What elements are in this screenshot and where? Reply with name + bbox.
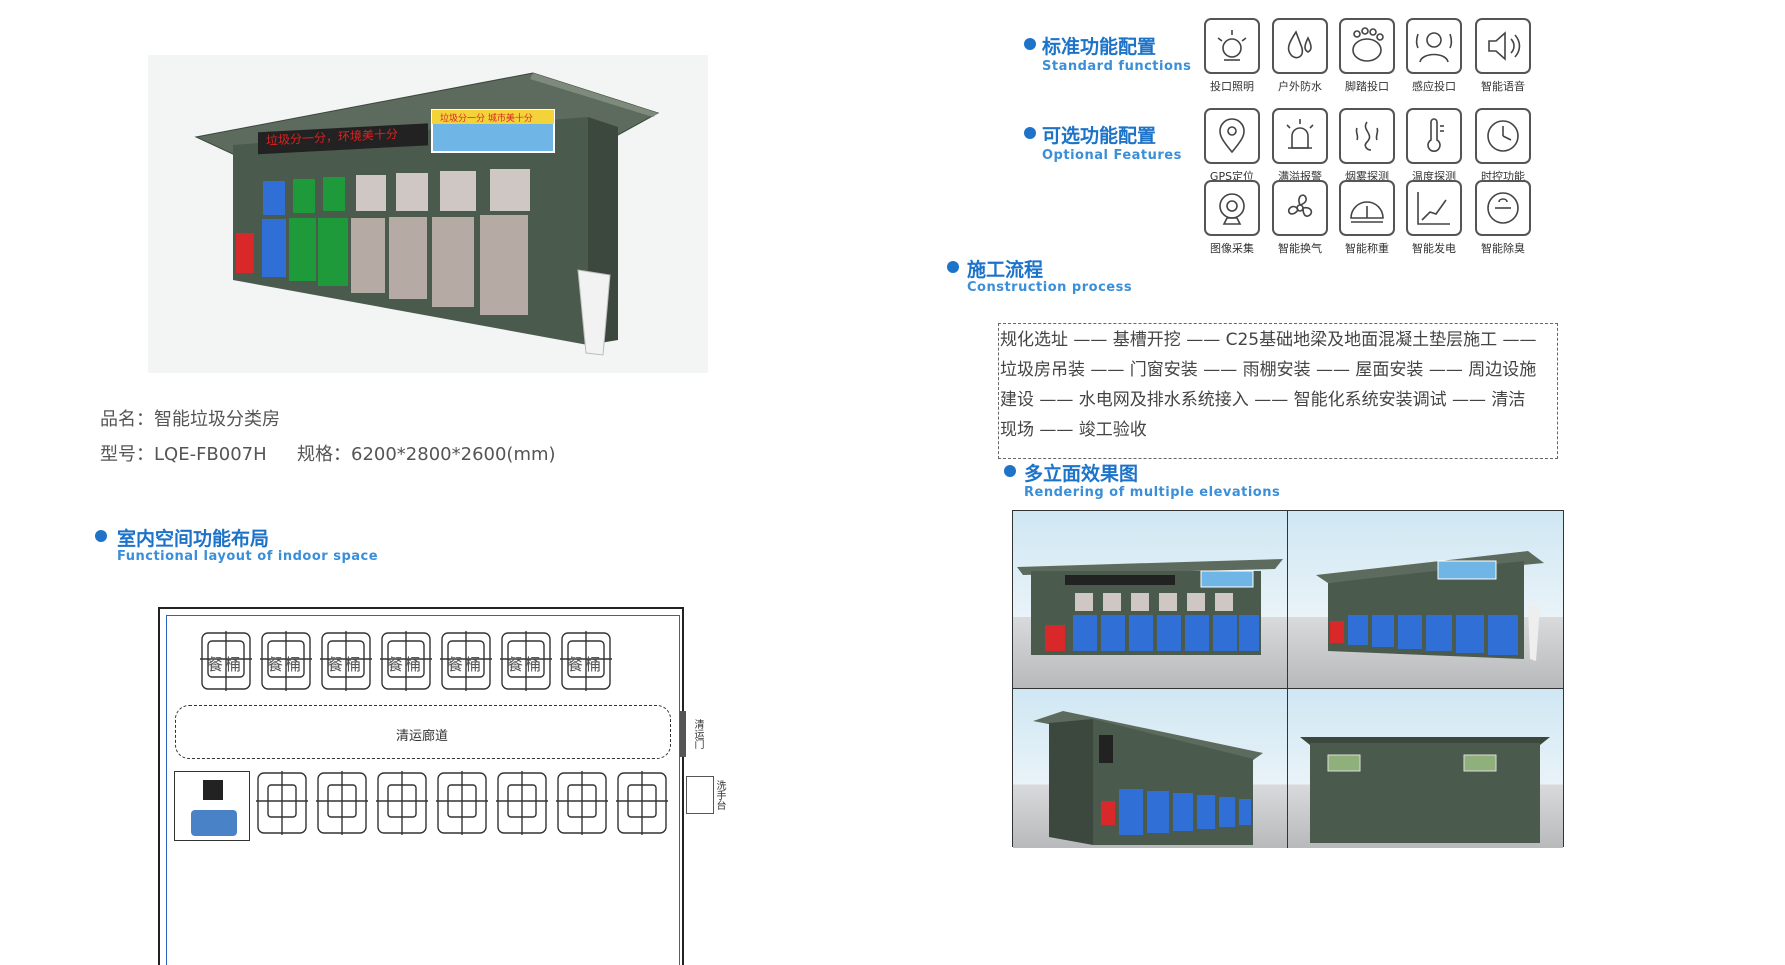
elevations-title: 多立面效果图: [1024, 463, 1139, 485]
optional-item-8: 智能称重: [1337, 180, 1397, 256]
standard-item-5: 智能语音: [1473, 18, 1533, 94]
standard-item-2: 户外防水: [1270, 18, 1330, 94]
speaker-icon: [1475, 18, 1531, 74]
thermometer-icon: [1406, 108, 1462, 164]
control-cabinet: [174, 771, 250, 841]
optional-item-label: GPS定位: [1209, 170, 1255, 183]
bin-label-2: 餐桶: [267, 655, 304, 674]
standard-item-label: 脚踏投口: [1345, 80, 1389, 93]
sensor-icon: [1406, 18, 1462, 74]
optional-item-4: 温度探测: [1404, 108, 1464, 184]
corridor-outline: [175, 705, 671, 759]
bin-label-7: 餐桶: [567, 655, 604, 674]
optional-item-7: 智能换气: [1270, 180, 1330, 256]
optional-item-label: 智能发电: [1412, 242, 1456, 255]
overflow-alarm-icon: [1272, 108, 1328, 164]
optional-item-2: 满溢报警: [1270, 108, 1330, 184]
optional-item-label: 智能除臭: [1481, 242, 1525, 255]
bin-label-4: 餐桶: [387, 655, 424, 674]
kiosk-sign-text: 垃圾分一分，环境美十分: [266, 126, 398, 148]
optional-item-1: GPS定位: [1202, 108, 1262, 184]
standard-item-1: 投口照明: [1202, 18, 1262, 94]
waterproof-icon: [1272, 18, 1328, 74]
standard-subtitle: Standard functions: [1042, 59, 1192, 74]
layout-subtitle: Functional layout of indoor space: [117, 549, 379, 564]
elevation-back: [1288, 689, 1563, 848]
bottom-bin-row: [256, 769, 676, 845]
standard-item-3: 脚踏投口: [1337, 18, 1397, 94]
standard-item-label: 户外防水: [1278, 80, 1322, 93]
floor-plan: 餐桶 餐桶 餐桶 餐桶 餐桶 餐桶 餐桶 清运廊道 清运门: [158, 607, 703, 965]
process-line-4: 现场 —— 竣工验收: [1000, 420, 1147, 440]
product-model: 型号：LQE-FB007H: [100, 444, 267, 465]
cabinet-marker-icon: [203, 780, 223, 800]
construction-title: 施工流程: [967, 259, 1044, 281]
camera-icon: [1204, 180, 1260, 236]
top-bins-drawing: [200, 631, 612, 691]
scale-icon: [1339, 180, 1395, 236]
optional-item-label: 图像采集: [1210, 242, 1254, 255]
section-bullet: [947, 261, 959, 273]
standard-item-label: 投口照明: [1210, 80, 1254, 93]
top-bin-row: [200, 629, 620, 703]
elevation-grid: [1012, 510, 1564, 848]
solar-chart-icon: [1406, 180, 1462, 236]
optional-item-label: 时控功能: [1481, 170, 1525, 183]
elevations-subtitle: Rendering of multiple elevations: [1024, 485, 1281, 500]
optional-item-10: 智能除臭: [1473, 180, 1533, 256]
elevation-front: [1013, 511, 1288, 689]
optional-item-label: 烟雾探测: [1345, 170, 1389, 183]
sink-label: 洗手台: [714, 780, 725, 810]
door-label: 清运门: [692, 719, 703, 749]
bin-label-3: 餐桶: [327, 655, 364, 674]
cabinet-tank: [191, 810, 237, 836]
foot-pedal-icon: [1339, 18, 1395, 74]
optional-subtitle: Optional Features: [1042, 148, 1182, 163]
corridor-label: 清运廊道: [396, 729, 449, 744]
standard-item-label: 智能语音: [1481, 80, 1525, 93]
construction-subtitle: Construction process: [967, 280, 1133, 295]
process-line-1: 规化选址 —— 基槽开挖 —— C25基础地梁及地面混凝土垫层施工 ——: [1000, 330, 1537, 350]
standard-item-label: 感应投口: [1412, 80, 1456, 93]
clock-icon: [1475, 108, 1531, 164]
optional-item-label: 智能换气: [1278, 242, 1322, 255]
standard-title: 标准功能配置: [1042, 36, 1157, 58]
cleanup-door: [680, 711, 686, 757]
process-line-2: 垃圾房吊装 —— 门窗安装 —— 雨棚安装 —— 屋面安装 —— 周边设施: [1000, 360, 1537, 380]
floor-plan-inner: [166, 615, 680, 965]
elevation-angle-left: [1013, 689, 1288, 848]
bottom-bins-drawing: [256, 771, 668, 835]
light-icon: [1204, 18, 1260, 74]
fan-icon: [1272, 180, 1328, 236]
elevation-angle-right: [1288, 511, 1563, 689]
bin-label-1: 餐桶: [207, 655, 244, 674]
product-spec: 规格：6200*2800*2600(mm): [297, 444, 556, 465]
standard-item-4: 感应投口: [1404, 18, 1464, 94]
optional-item-6: 图像采集: [1202, 180, 1262, 256]
optional-item-9: 智能发电: [1404, 180, 1464, 256]
section-bullet: [1024, 127, 1036, 139]
optional-item-3: 烟雾探测: [1337, 108, 1397, 184]
process-line-3: 建设 —— 水电网及排水系统接入 —— 智能化系统安装调试 —— 清洁: [1000, 390, 1526, 410]
section-bullet: [1004, 465, 1016, 477]
optional-title: 可选功能配置: [1042, 125, 1157, 147]
process-box: [998, 323, 1558, 459]
optional-item-label: 温度探测: [1412, 170, 1456, 183]
section-bullet: [1024, 38, 1036, 50]
section-bullet: [95, 530, 107, 542]
bin-label-5: 餐桶: [447, 655, 484, 674]
smoke-icon: [1339, 108, 1395, 164]
optional-item-label: 满溢报警: [1278, 170, 1322, 183]
bin-label-6: 餐桶: [507, 655, 544, 674]
optional-item-5: 时控功能: [1473, 108, 1533, 184]
product-image: 垃圾分一分，环境美十分 垃圾分一分 城市美十分: [148, 55, 708, 373]
sink: [686, 776, 714, 814]
kiosk-render: 垃圾分一分，环境美十分 垃圾分一分 城市美十分: [194, 72, 660, 356]
kiosk-banner-text: 垃圾分一分 城市美十分: [440, 112, 533, 124]
deodorize-icon: [1475, 180, 1531, 236]
product-name: 品名：智能垃圾分类房: [100, 409, 280, 430]
layout-title: 室内空间功能布局: [117, 528, 270, 550]
gps-icon: [1204, 108, 1260, 164]
optional-item-label: 智能称重: [1345, 242, 1389, 255]
